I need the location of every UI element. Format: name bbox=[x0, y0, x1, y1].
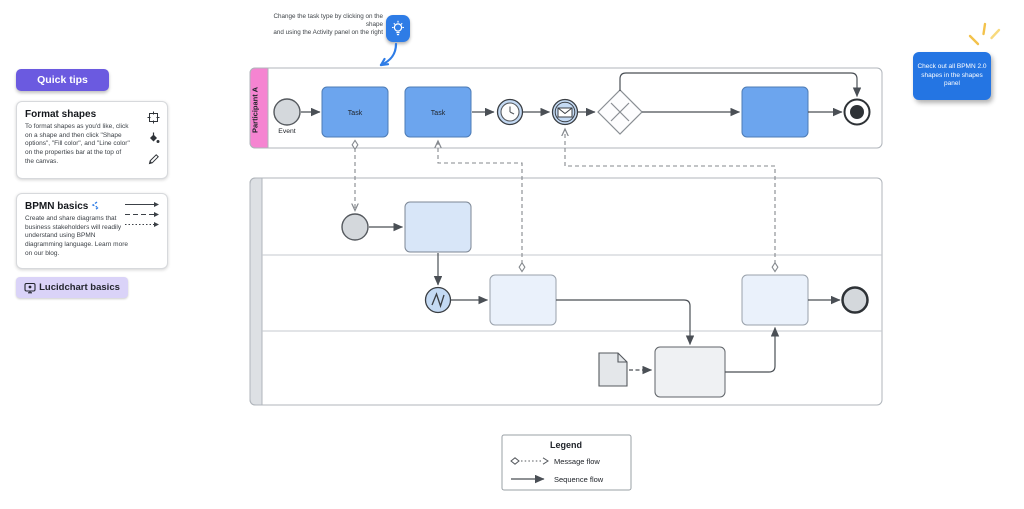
lightbulb-tip-chip[interactable] bbox=[386, 15, 410, 42]
start-event-label: Event bbox=[278, 128, 295, 135]
bpmn-timer-event[interactable] bbox=[496, 98, 524, 126]
sequence-flow-bypass[interactable] bbox=[619, 72, 862, 98]
sparkle-icon bbox=[968, 22, 1001, 46]
bpmn-task-lane1[interactable] bbox=[404, 201, 472, 253]
lightbulb-icon bbox=[392, 20, 404, 35]
blue-chevron-icon bbox=[92, 201, 99, 211]
bpmn-end-event-lane2[interactable] bbox=[841, 286, 869, 314]
legend-message-flow-label: Message flow bbox=[554, 457, 600, 466]
legend-message-flow-sample bbox=[510, 457, 549, 465]
legend-box[interactable]: Legend Message flow Sequence flow bbox=[501, 434, 632, 491]
bpmn-task-lane3[interactable] bbox=[654, 346, 726, 398]
pool-label: Participant A bbox=[251, 86, 260, 133]
bpmn-basics-card: BPMN basics Create and share diagrams th… bbox=[16, 193, 168, 269]
dashed-arrow-icon bbox=[125, 212, 159, 217]
zigzag-icon bbox=[431, 292, 445, 309]
bpmn-document-shape[interactable] bbox=[598, 352, 628, 387]
gateway-x-icon bbox=[610, 102, 630, 122]
bpmn-start-event-lane1[interactable] bbox=[341, 213, 369, 241]
bpmn-task-3[interactable] bbox=[741, 86, 809, 138]
task-type-note-line1: Change the task type by clicking on the … bbox=[273, 13, 383, 28]
lucidchart-basics-label: Lucidchart basics bbox=[39, 282, 120, 293]
clock-icon bbox=[509, 106, 515, 115]
format-shapes-body: To format shapes as you'd like, click on… bbox=[25, 123, 130, 165]
solid-arrow-icon bbox=[125, 202, 159, 207]
format-shapes-title: Format shapes bbox=[25, 109, 97, 120]
bpmn-end-event-top[interactable] bbox=[843, 98, 871, 126]
bpmn-basics-body: Create and share diagrams that business … bbox=[25, 215, 128, 257]
sequence-flow[interactable] bbox=[725, 326, 780, 373]
bpmn-shapes-callout[interactable]: Check out all BPMN 2.0 shapes in the sha… bbox=[913, 52, 991, 100]
fill-color-bucket-icon bbox=[150, 132, 160, 143]
task-type-note: Change the task type by clicking on the … bbox=[255, 13, 383, 37]
task1-label: Task bbox=[348, 110, 363, 117]
message-flow[interactable] bbox=[565, 129, 775, 271]
line-color-pencil-icon bbox=[148, 154, 159, 165]
quick-tips-button[interactable]: Quick tips bbox=[16, 69, 109, 91]
format-shapes-card: Format shapes To format shapes as you'd … bbox=[16, 101, 168, 179]
webinar-monitor-icon bbox=[24, 282, 36, 293]
envelope-icon bbox=[557, 107, 573, 118]
bpmn-error-event-lane2[interactable] bbox=[424, 286, 452, 314]
lucidchart-basics-button[interactable]: Lucidchart basics bbox=[16, 277, 128, 298]
task2-label: Task bbox=[431, 110, 446, 117]
bpmn-message-event[interactable] bbox=[551, 98, 579, 126]
bpmn-task-1[interactable]: Task bbox=[321, 86, 389, 138]
bpmn-task-lane2-a[interactable] bbox=[489, 274, 557, 326]
sequence-flow[interactable] bbox=[556, 299, 695, 346]
task-type-note-line2: and using the Activity panel on the righ… bbox=[273, 29, 383, 36]
bpmn-task-lane2-b[interactable] bbox=[741, 274, 809, 326]
legend-sequence-flow-label: Sequence flow bbox=[554, 475, 604, 484]
transform-icon bbox=[147, 111, 160, 124]
curved-pointer-arrow bbox=[379, 42, 398, 67]
dotted-arrow-icon bbox=[125, 222, 159, 227]
message-flow[interactable] bbox=[438, 141, 522, 271]
bpmn-basics-title: BPMN basics bbox=[25, 201, 89, 212]
bpmn-start-event[interactable]: Event bbox=[273, 98, 301, 135]
bpmn-task-2[interactable]: Task bbox=[404, 86, 472, 138]
legend-title: Legend bbox=[550, 440, 582, 450]
